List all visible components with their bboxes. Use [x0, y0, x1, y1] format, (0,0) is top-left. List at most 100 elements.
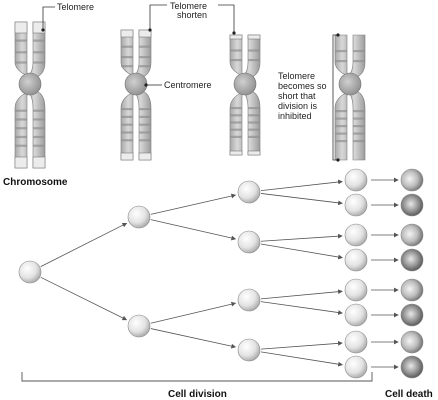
parent-cell	[18, 260, 42, 284]
chromatid-band	[139, 56, 151, 59]
telomere-cap-bottom	[229, 150, 243, 156]
chromatid-band	[230, 107, 242, 110]
division-arrow	[150, 301, 237, 324]
chromatid-band	[139, 65, 151, 68]
chromatid-band	[139, 115, 151, 118]
daughter-cell-gen3	[344, 278, 368, 302]
inhibited-label-line2: becomes so	[278, 81, 327, 91]
chromatid-band	[230, 128, 242, 131]
chromatid-band	[230, 135, 242, 138]
chromatid-band	[248, 114, 260, 117]
chromatid-band	[248, 121, 260, 124]
telomere-cap-top	[14, 21, 28, 34]
chromatid-band	[15, 127, 27, 130]
chromatid-band	[139, 123, 151, 126]
telomere-cap-bottom	[120, 152, 134, 161]
chromatid-band	[353, 125, 365, 128]
daughter-cell-gen3	[344, 330, 368, 354]
chromatid-band	[139, 131, 151, 134]
daughter-cell-gen3	[344, 248, 368, 272]
centromere	[18, 72, 42, 96]
chromatid-band	[139, 139, 151, 142]
chromatid-band	[353, 140, 365, 143]
cell-division-bracket	[21, 372, 373, 382]
chromatid-band	[353, 110, 365, 113]
dead-cell	[400, 355, 424, 379]
chromatid-band	[121, 139, 133, 142]
division-arrow	[260, 351, 343, 367]
chromatid-band	[33, 127, 45, 130]
chromatid-band	[353, 117, 365, 120]
daughter-cell-gen1	[127, 314, 151, 338]
chromatid-band	[335, 125, 347, 128]
daughter-cell-gen1	[127, 205, 151, 229]
division-arrow	[260, 243, 343, 260]
chromatid-upper-arm	[334, 34, 354, 79]
chromatid-band	[139, 45, 151, 48]
daughter-cell-gen2	[237, 180, 261, 204]
daughter-cell-gen2	[237, 230, 261, 254]
dead-cell	[400, 330, 424, 354]
inhibited-label-line5: inhibited	[278, 111, 312, 121]
chromatid-band	[353, 132, 365, 135]
cell-division-label: Cell division	[168, 389, 227, 400]
chromatid-band	[15, 51, 27, 54]
dead-cell	[400, 248, 424, 272]
chromatid-band	[33, 39, 45, 42]
chromatid-band	[335, 132, 347, 135]
division-arrow	[260, 193, 343, 206]
chromatid-band	[353, 60, 365, 63]
centromere	[124, 72, 148, 96]
telomere-cap-top	[247, 34, 261, 40]
chromatid-band	[248, 59, 260, 62]
telomere-cap-top	[229, 34, 243, 40]
chromatid-band	[15, 144, 27, 147]
chromatid-band	[15, 61, 27, 64]
division-arrow	[260, 340, 343, 350]
chromatid-band	[335, 110, 347, 113]
chromatid-band	[15, 109, 27, 112]
chromatid-band	[33, 144, 45, 147]
dead-cell	[400, 193, 424, 217]
division-arrow	[150, 328, 237, 349]
daughter-cell-gen3	[344, 303, 368, 327]
chromatid-band	[15, 118, 27, 121]
telomere-cap-top	[138, 29, 152, 38]
dead-cell	[400, 223, 424, 247]
telomere-shorten-label-line1: Telomere	[170, 1, 207, 11]
centromere-label: Centromere	[164, 80, 212, 90]
division-arrow	[40, 276, 128, 321]
dead-cell	[400, 303, 424, 327]
division-arrow	[260, 301, 343, 315]
division-arrow	[260, 233, 343, 242]
division-arrow	[260, 179, 343, 192]
chromatid-band	[121, 56, 133, 59]
daughter-cell-gen3	[344, 355, 368, 379]
chromosome-2	[120, 29, 152, 161]
chromatid-band	[248, 107, 260, 110]
chromatid-band	[121, 115, 133, 118]
chromatid-upper-arm	[346, 34, 366, 79]
chromatid-band	[33, 135, 45, 139]
annotation-dots	[41, 28, 340, 162]
chromosome-4	[334, 34, 366, 161]
chromatid-band	[139, 108, 151, 111]
division-arrow	[150, 219, 237, 241]
chromatid-band	[335, 140, 347, 143]
chromosome-1	[14, 21, 46, 169]
chromosome-label: Chromosome	[3, 177, 68, 188]
chromatid-band	[248, 49, 260, 52]
chromatid-upper-arm	[241, 34, 261, 79]
chromatid-band	[248, 128, 260, 131]
chromatid-band	[335, 60, 347, 63]
chromatid-band	[335, 117, 347, 120]
centromere	[233, 72, 257, 96]
centromere	[338, 72, 362, 96]
telomere-cap-bottom	[14, 156, 28, 169]
chromatid-band	[230, 59, 242, 62]
inhibited-label-line3: short that	[278, 91, 316, 101]
division-arrows	[40, 177, 399, 370]
telomere-cap-top	[32, 21, 46, 34]
telomere-cap-bottom	[32, 156, 46, 169]
